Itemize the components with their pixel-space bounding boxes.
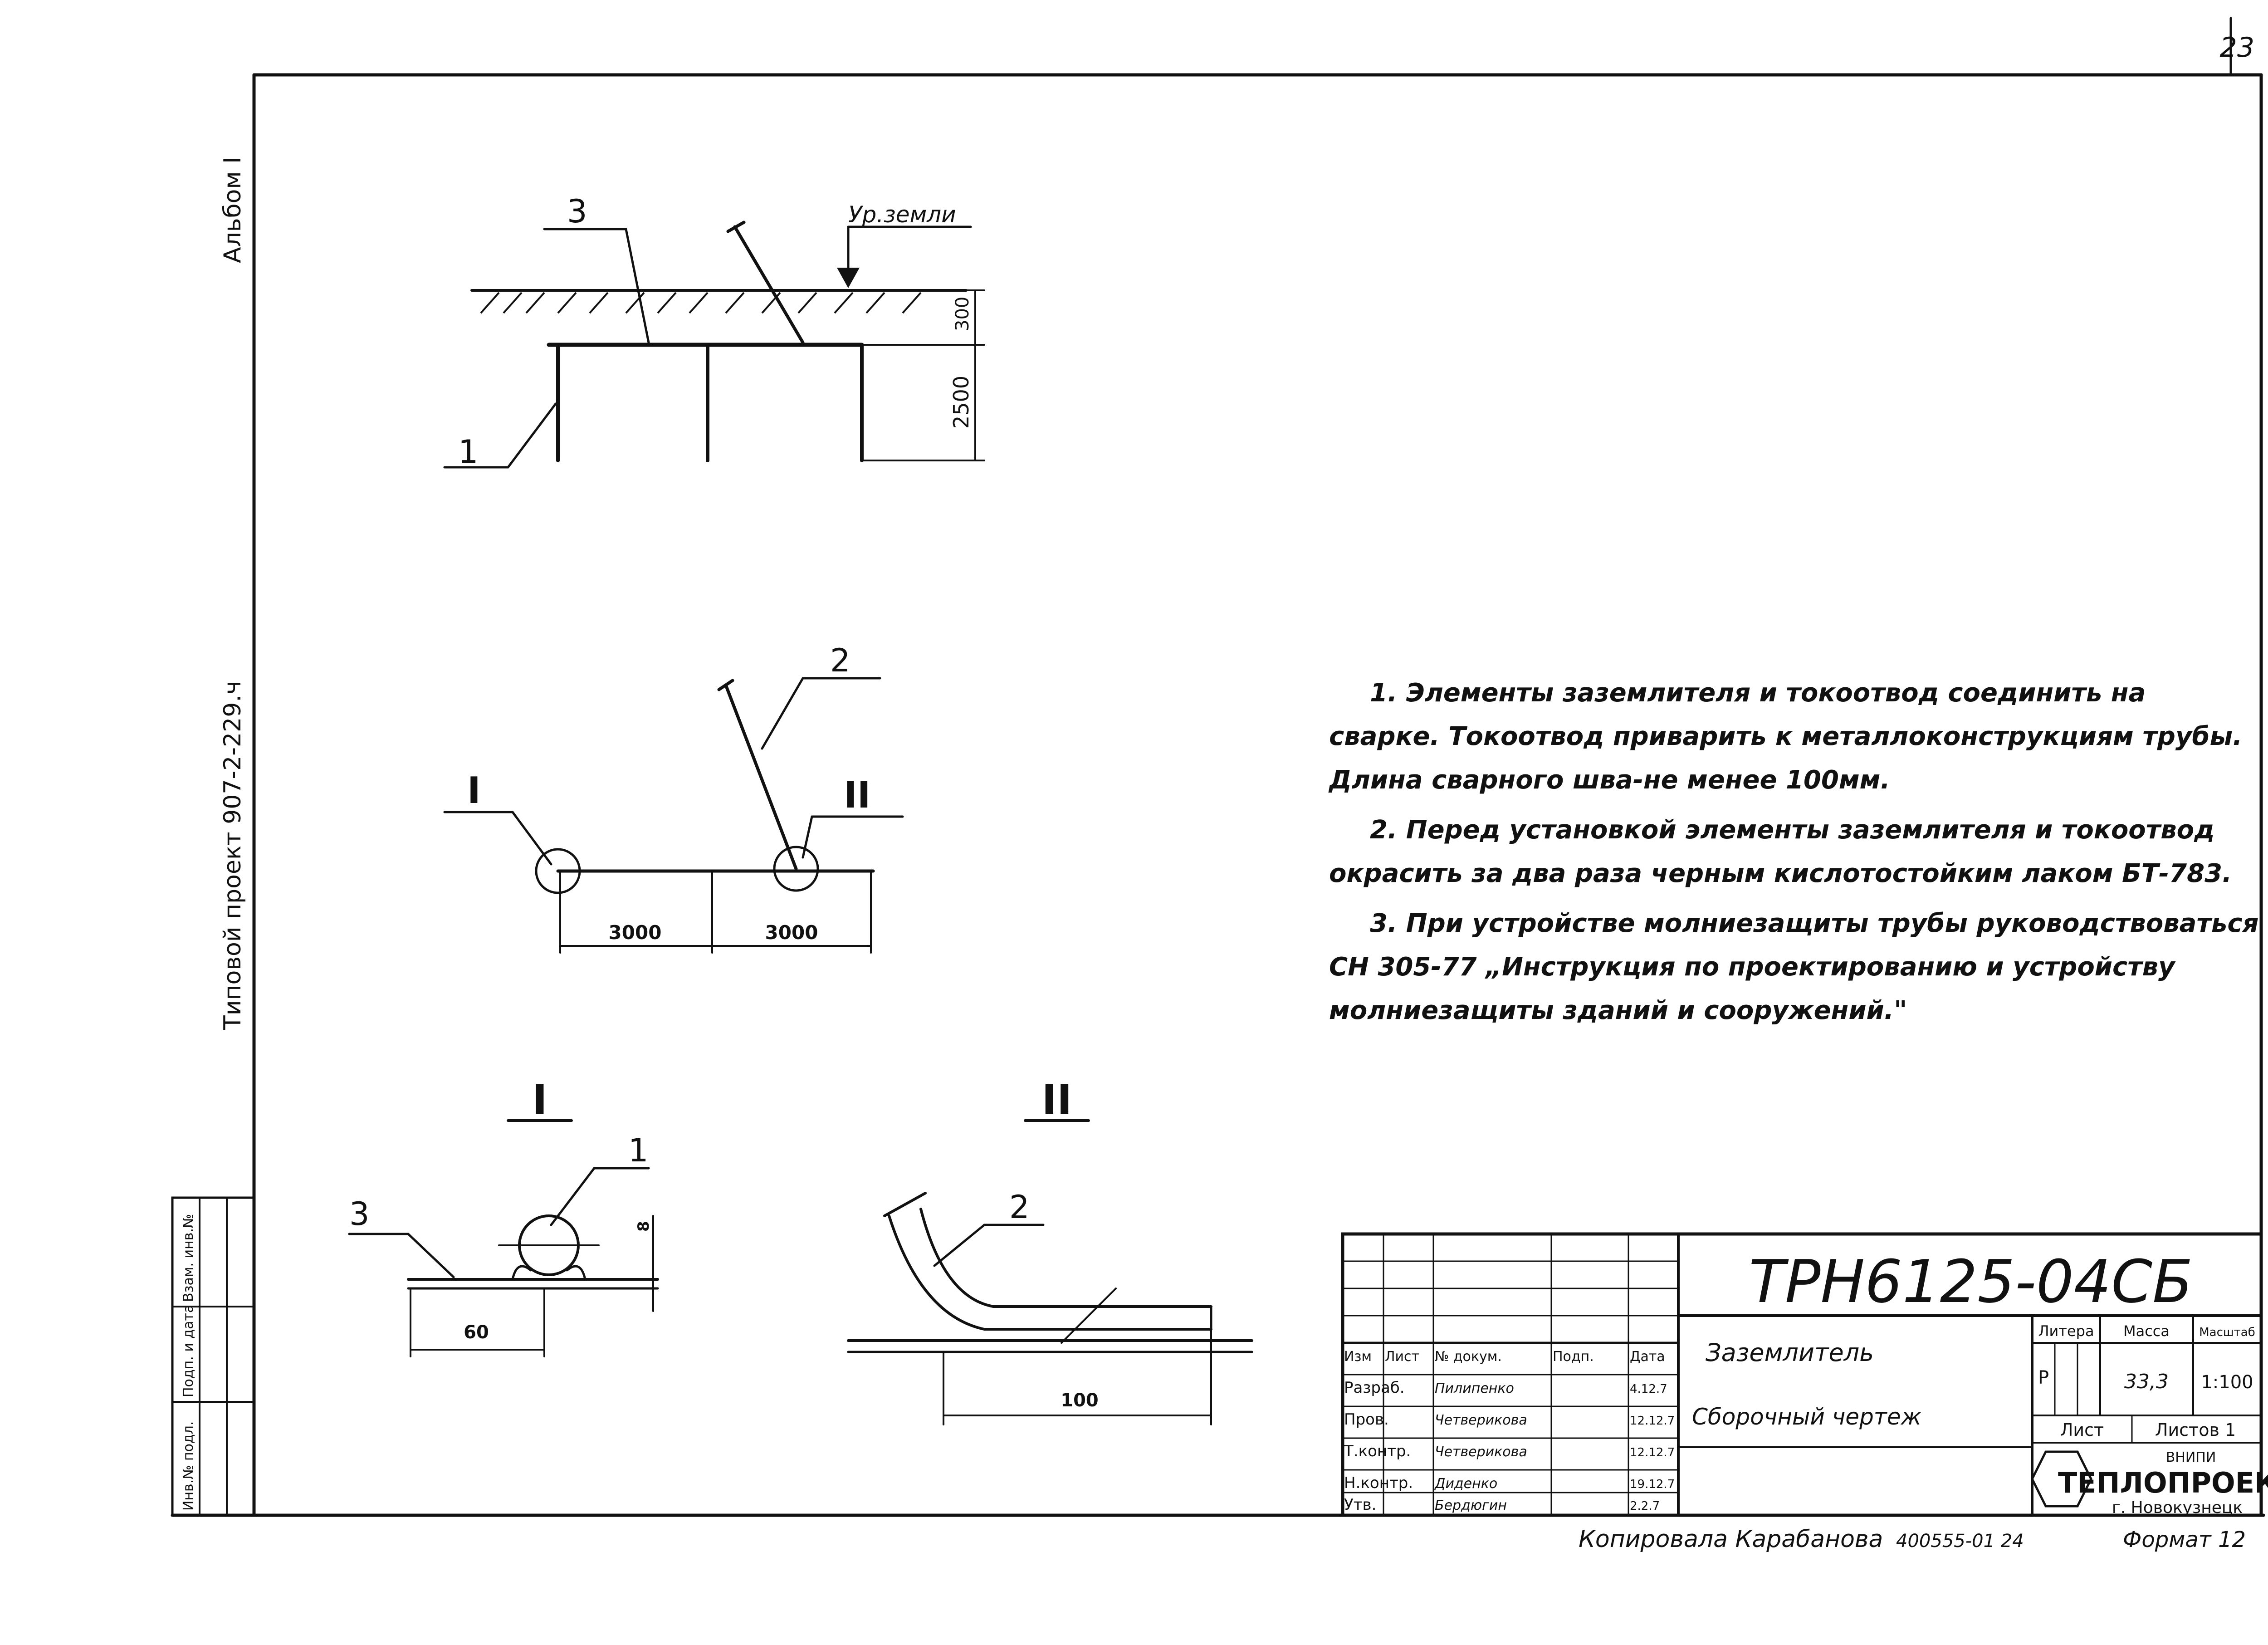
detail-II-view <box>847 1119 1253 1425</box>
doc-subtitle: Сборочный чертеж <box>1692 1404 1921 1430</box>
org-line-1: ВНИПИ <box>2166 1449 2216 1465</box>
row-person-1: Пилипенко <box>1435 1381 1514 1396</box>
row-role-5: Утв. <box>1344 1496 1376 1514</box>
col-header-date: Дата <box>1630 1349 1665 1365</box>
plan-mark-I: I <box>467 769 481 812</box>
ground-level-label: Ур.земли <box>848 201 956 228</box>
detail-I-view <box>348 1119 659 1357</box>
row-person-4: Диденко <box>1434 1476 1497 1492</box>
sheets-label: Листов 1 <box>2155 1420 2236 1440</box>
plan-dim-b: 3000 <box>765 921 818 944</box>
note-2: 2. Перед установкой элементы заземлителя… <box>1329 815 2232 888</box>
detail-II-dim-100: 100 <box>1061 1390 1099 1411</box>
project-label: Типовой проект 907-2-229.ч <box>219 681 246 1030</box>
row-person-5: Бердюгин <box>1435 1498 1507 1513</box>
row-date-5: 2.2.7 <box>1630 1499 1660 1513</box>
doc-code: ТРН6125-04СБ <box>1749 1247 2193 1316</box>
sheet-label: Лист <box>2060 1420 2104 1440</box>
col-header-izm: Изм <box>1344 1349 1372 1365</box>
scale-value: 1:100 <box>2201 1372 2253 1393</box>
row-role-1: Разраб. <box>1344 1379 1405 1397</box>
stamp-label-1: Инв.№ подл. <box>181 1421 196 1511</box>
plan-mark-II: II <box>844 774 871 816</box>
mass-value: 33,3 <box>2124 1370 2169 1393</box>
pos-3-label: 3 <box>567 193 587 230</box>
row-date-3: 12.12.7 <box>1630 1446 1675 1459</box>
elevation-view <box>443 220 985 469</box>
footer-order: 400555-01 24 <box>1896 1531 2024 1552</box>
org-line-2: ТЕПЛОПРОЕКТ <box>2058 1466 2268 1499</box>
dim-300: 300 <box>952 297 973 331</box>
scale-label: Масштаб <box>2199 1326 2255 1339</box>
detail-I-pos-1: 1 <box>628 1132 649 1169</box>
row-person-2: Четверикова <box>1435 1412 1527 1428</box>
row-date-1: 4.12.7 <box>1630 1382 1667 1396</box>
col-header-doc: № докум. <box>1435 1349 1502 1365</box>
dim-2500: 2500 <box>949 376 973 429</box>
detail-I-title: I <box>532 1076 547 1124</box>
org-line-3: г. Новокузнецк <box>2112 1498 2243 1517</box>
litera-label: Литера <box>2038 1322 2094 1340</box>
col-header-list: Лист <box>1385 1349 1419 1365</box>
row-date-4: 19.12.7 <box>1630 1478 1675 1491</box>
note-3: 3. При устройстве молниезащиты трубы рук… <box>1329 909 2259 1025</box>
plan-pos-2-label: 2 <box>830 642 850 679</box>
plan-view <box>443 677 904 954</box>
detail-II-title: II <box>1042 1076 1072 1124</box>
page-number: 23 <box>2220 32 2254 64</box>
margin-stamp <box>171 1196 255 1517</box>
notes-block: 1. Элементы заземлителя и токоотвод соед… <box>1329 671 2263 1039</box>
doc-name: Заземлитель <box>1706 1338 1874 1367</box>
footer-copied: Копировала Карабанова <box>1579 1526 1883 1553</box>
stamp-label-2: Подп. и дата <box>181 1305 196 1397</box>
plan-dim-a: 3000 <box>609 921 662 944</box>
album-label: Альбом I <box>219 157 246 263</box>
pos-1-label: 1 <box>458 433 479 470</box>
footer-format: Формат 12 <box>2123 1527 2246 1552</box>
title-block <box>1341 1232 2263 1517</box>
detail-I-dim-small: 8 <box>635 1221 653 1232</box>
stamp-label-3: Взам. инв.№ <box>181 1214 196 1302</box>
row-role-2: Пров. <box>1344 1410 1389 1429</box>
note-1: 1. Элементы заземлителя и токоотвод соед… <box>1329 678 2243 795</box>
row-role-3: Т.контр. <box>1344 1442 1411 1460</box>
row-date-2: 12.12.7 <box>1630 1414 1675 1428</box>
org-logo-icon <box>2031 1450 2092 1508</box>
litera-value: Р <box>2038 1367 2049 1388</box>
mass-label: Масса <box>2123 1322 2170 1340</box>
detail-I-pos-3: 3 <box>349 1195 370 1233</box>
row-person-3: Четверикова <box>1435 1444 1527 1460</box>
col-header-sign: Подп. <box>1553 1349 1594 1365</box>
row-role-4: Н.контр. <box>1344 1474 1413 1492</box>
detail-I-dim-60: 60 <box>464 1322 489 1343</box>
detail-II-pos-2: 2 <box>1009 1189 1030 1226</box>
